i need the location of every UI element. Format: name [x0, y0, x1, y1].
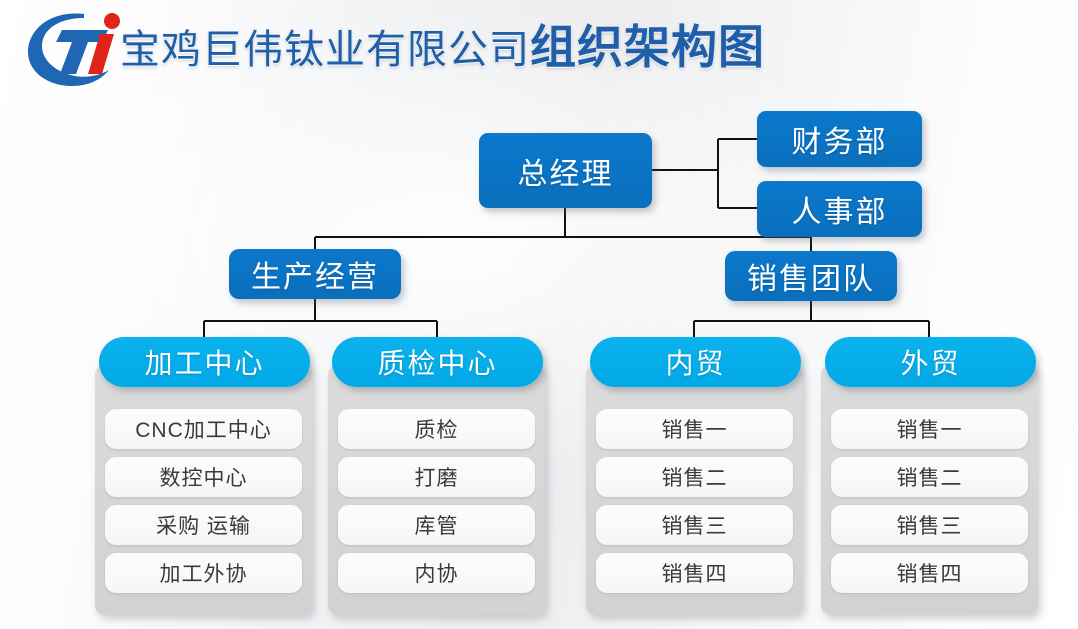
group-header-label: 内贸	[665, 348, 726, 379]
list-item-label: 质检	[414, 419, 459, 442]
group-header-quality-center[interactable]: 质检中心	[332, 337, 543, 387]
list-item-label: 销售四	[896, 563, 963, 586]
list-item[interactable]: 销售四	[596, 553, 793, 593]
list-item[interactable]: CNC加工中心	[105, 409, 302, 449]
page-title: 宝鸡巨伟钛业有限公司组织架构图	[120, 16, 765, 90]
list-item-label: 采购 运输	[156, 515, 251, 538]
node-general-manager[interactable]: 总经理	[479, 133, 652, 208]
list-item[interactable]: 销售四	[831, 553, 1028, 593]
node-hr-department[interactable]: 人事部	[757, 181, 922, 237]
list-item[interactable]: 销售三	[596, 505, 793, 545]
list-item-label: 数控中心	[159, 467, 248, 490]
node-label: 总经理	[517, 157, 614, 191]
list-item-label: 内协	[414, 563, 459, 586]
list-item[interactable]: 销售一	[831, 409, 1028, 449]
list-item-label: 销售二	[661, 467, 728, 490]
title-company: 宝鸡巨伟钛业有限公司	[120, 28, 530, 72]
node-label: 财务部	[791, 126, 888, 159]
list-item-label: 打磨	[414, 467, 459, 490]
list-item-label: 销售三	[896, 515, 963, 538]
title-subject: 组织架构图	[530, 21, 765, 73]
list-item[interactable]: 销售三	[831, 505, 1028, 545]
list-item[interactable]: 内协	[338, 553, 535, 593]
list-item-label: 销售一	[661, 419, 728, 442]
list-item[interactable]: 销售一	[596, 409, 793, 449]
slide-header: 宝鸡巨伟钛业有限公司组织架构图	[0, 0, 1078, 96]
list-item-label: 加工外协	[159, 563, 248, 586]
list-item-label: 销售一	[896, 419, 963, 442]
list-item[interactable]: 销售二	[596, 457, 793, 497]
group-header-domestic-trade[interactable]: 内贸	[590, 337, 801, 387]
list-item[interactable]: 加工外协	[105, 553, 302, 593]
group-header-label: 外贸	[900, 348, 961, 379]
list-item[interactable]: 数控中心	[105, 457, 302, 497]
list-item[interactable]: 打磨	[338, 457, 535, 497]
node-finance-department[interactable]: 财务部	[757, 111, 922, 167]
group-header-machining-center[interactable]: 加工中心	[99, 337, 310, 387]
group-header-label: 加工中心	[144, 348, 265, 379]
node-label: 人事部	[791, 196, 888, 229]
company-logo-icon	[22, 8, 126, 88]
node-label: 销售团队	[747, 263, 875, 296]
list-item[interactable]: 采购 运输	[105, 505, 302, 545]
list-item-label: 销售二	[896, 467, 963, 490]
list-item[interactable]: 质检	[338, 409, 535, 449]
list-item-label: 销售四	[661, 563, 728, 586]
list-item[interactable]: 销售二	[831, 457, 1028, 497]
list-item-label: 销售三	[661, 515, 728, 538]
node-sales-team[interactable]: 销售团队	[725, 251, 897, 301]
list-item-label: CNC加工中心	[135, 419, 272, 442]
node-production-operations[interactable]: 生产经营	[229, 249, 401, 299]
list-item-label: 库管	[414, 515, 459, 538]
node-label: 生产经营	[251, 261, 379, 294]
list-item[interactable]: 库管	[338, 505, 535, 545]
group-header-label: 质检中心	[377, 348, 498, 379]
group-header-foreign-trade[interactable]: 外贸	[825, 337, 1036, 387]
